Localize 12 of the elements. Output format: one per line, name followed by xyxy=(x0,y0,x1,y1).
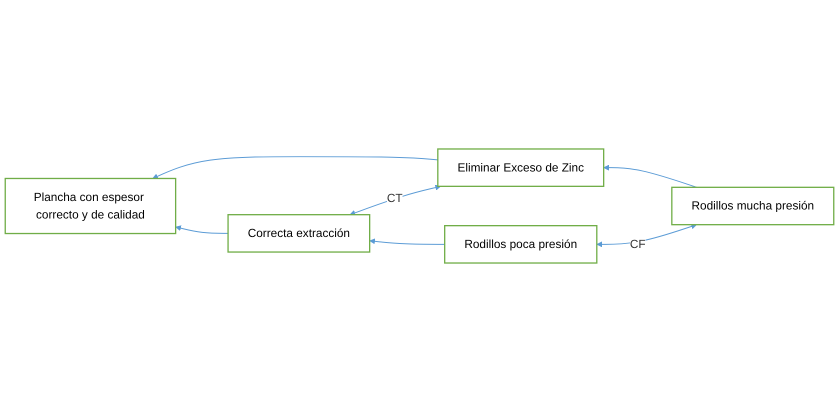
arrow xyxy=(152,156,438,179)
node-box: Rodillos mucha presión xyxy=(671,186,834,226)
node-box: Rodillos poca presión xyxy=(444,225,598,264)
node-box: Plancha con espesor correcto y de calidad xyxy=(4,178,176,234)
arrow xyxy=(596,224,697,248)
node-box: Eliminar Exceso de Zinc xyxy=(437,148,604,187)
edge-label: CT xyxy=(386,191,403,205)
arrow xyxy=(350,184,441,216)
edge-label: CF xyxy=(630,237,646,251)
arrow xyxy=(369,238,446,245)
node-box: Correcta extracción xyxy=(227,214,370,253)
arrow xyxy=(175,225,229,234)
